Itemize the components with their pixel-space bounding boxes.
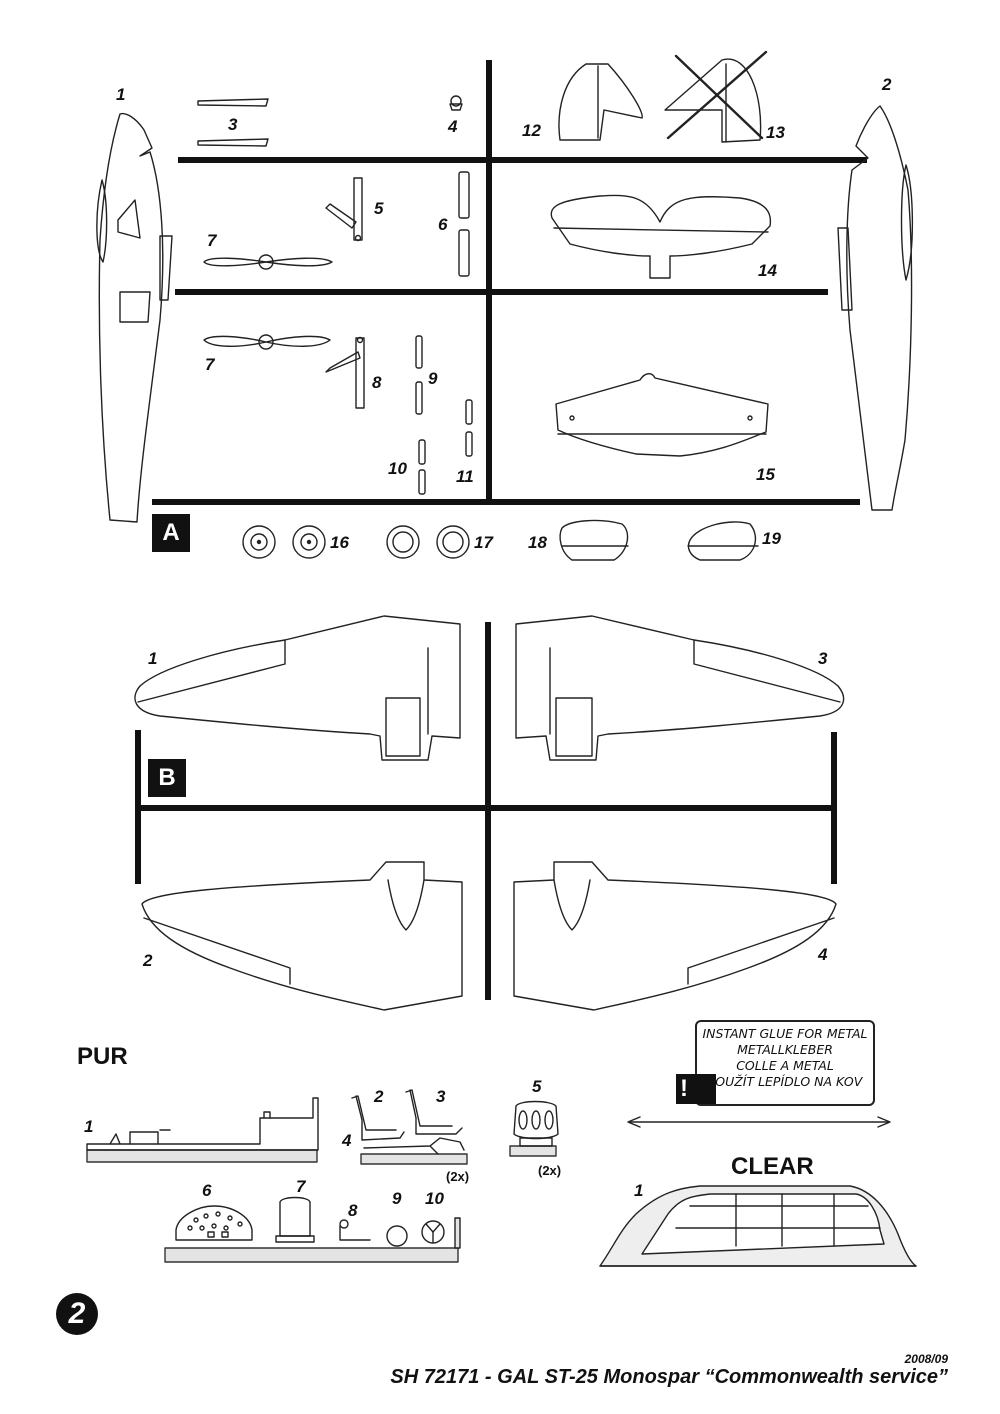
label-a9: 9: [428, 369, 438, 388]
label-a7-upper: 7: [207, 231, 217, 250]
label-a1: 1: [116, 85, 126, 104]
pur-seats-2-3-4: [351, 1089, 465, 1155]
part-a11: [465, 399, 473, 457]
pur-floor-1: [86, 1097, 319, 1151]
label-pur-8: 8: [348, 1201, 358, 1220]
label-a17: 17: [474, 533, 493, 552]
wing-b1: [134, 615, 461, 761]
qty-pur-4: (2x): [446, 1169, 470, 1184]
label-pur-1: 1: [84, 1117, 94, 1136]
fin-a13-crossed: [664, 50, 768, 143]
sprue-a-frame: [152, 60, 867, 505]
label-a7-lower: 7: [205, 355, 215, 374]
exclamation-icon: !: [676, 1074, 716, 1104]
glue-warning-box: INSTANT GLUE FOR METAL METALLKLEBER COLL…: [695, 1020, 875, 1106]
label-a8: 8: [372, 373, 382, 392]
warning-line-2: METALLKLEBER: [737, 1042, 833, 1057]
label-a15: 15: [756, 465, 775, 484]
tailplane-a14: [550, 194, 772, 279]
arrow-line: [627, 1116, 891, 1128]
part-a19: [687, 521, 759, 561]
sheet-title: SH 72171 - GAL ST-25 Monospar “Commonwea…: [390, 1366, 948, 1388]
sheet-date: 2008/09: [904, 1352, 948, 1366]
wheels-a16: [242, 525, 326, 559]
warning-line-4: POUŽÍT LEPÍDLO NA KOV: [707, 1074, 863, 1089]
wing-b3: [515, 615, 845, 761]
pur-lever-8: [339, 1219, 371, 1241]
propeller-a7-lower: [203, 334, 331, 350]
sprue-a-tag: A: [152, 514, 190, 552]
fin-a12: [558, 63, 643, 141]
label-pur-9: 9: [392, 1189, 402, 1208]
label-pur-4: 4: [342, 1131, 352, 1150]
page-number: 2: [56, 1293, 98, 1335]
part-a4: [449, 95, 463, 111]
label-pur-2: 2: [374, 1087, 384, 1106]
label-a4: 4: [448, 117, 458, 136]
label-pur-3: 3: [436, 1087, 446, 1106]
pur-sprue-stub: [454, 1217, 461, 1249]
clear-heading: CLEAR: [731, 1153, 814, 1180]
label-a3: 3: [228, 115, 238, 134]
warning-line-3: COLLE A METAL: [736, 1058, 834, 1073]
label-a19: 19: [762, 529, 781, 548]
part-a3: [197, 98, 269, 147]
sprue-b-tag: B: [148, 759, 186, 797]
propeller-a7-upper: [203, 254, 333, 270]
part-a18: [559, 519, 629, 561]
label-b2: 2: [143, 951, 153, 970]
part-a10: [418, 439, 426, 495]
label-a14: 14: [758, 261, 777, 280]
part-a9: [415, 335, 423, 415]
label-pur-7: 7: [296, 1177, 306, 1196]
part-a6: [458, 171, 470, 277]
fuselage-half-right: [837, 105, 914, 511]
label-a6: 6: [438, 215, 448, 234]
part-a5: [325, 177, 363, 242]
label-a16: 16: [330, 533, 349, 552]
label-a2: 2: [882, 75, 892, 94]
qty-pur-5: (2x): [538, 1163, 562, 1178]
label-a12: 12: [522, 121, 541, 140]
wing-b2: [141, 861, 463, 1011]
clear-canopy: [599, 1185, 917, 1267]
label-a18: 18: [528, 533, 547, 552]
wheels-a17: [386, 525, 470, 559]
label-b3: 3: [818, 649, 828, 668]
pur-cylinder-5: [513, 1100, 559, 1147]
pur-panel-6: [175, 1205, 253, 1241]
part-a8: [325, 336, 365, 409]
label-b1: 1: [148, 649, 158, 668]
label-clear-1: 1: [634, 1181, 644, 1200]
label-pur-5: 5: [532, 1077, 542, 1096]
pur-seat-7: [275, 1196, 315, 1243]
label-b4: 4: [818, 945, 828, 964]
wing-b4: [513, 861, 837, 1011]
label-a10: 10: [388, 459, 407, 478]
label-a13: 13: [766, 123, 785, 142]
pur-bases: [86, 1145, 557, 1263]
pur-wheel-10: [421, 1220, 445, 1244]
sprue-b-frame: [135, 622, 837, 1000]
label-pur-10: 10: [425, 1189, 444, 1208]
label-a5: 5: [374, 199, 384, 218]
pur-disc-9: [386, 1225, 408, 1247]
pur-heading: PUR: [77, 1043, 128, 1070]
label-pur-6: 6: [202, 1181, 212, 1200]
label-a11: 11: [456, 467, 474, 486]
fuselage-half-left: [96, 112, 173, 523]
warning-line-1: INSTANT GLUE FOR METAL: [702, 1026, 868, 1041]
tailplane-a15: [555, 373, 769, 457]
